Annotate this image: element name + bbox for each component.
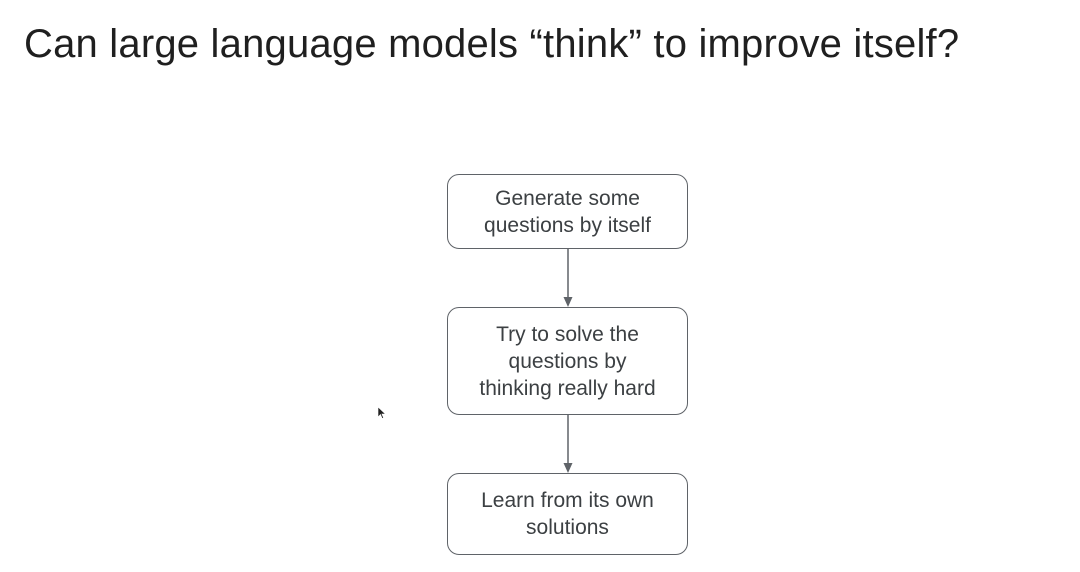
flow-step-label: Try to solve the questions by thinking r… — [479, 322, 656, 400]
flow-step-generate-questions: Generate some questions by itself — [447, 174, 688, 249]
flow-step-label: Generate some questions by itself — [484, 186, 651, 237]
mouse-pointer-icon — [378, 407, 386, 419]
slide-title: Can large language models “think” to imp… — [24, 22, 960, 66]
flow-step-solve-questions: Try to solve the questions by thinking r… — [447, 307, 688, 415]
flow-arrow-2-head — [563, 463, 573, 473]
flow-arrow-1-head — [563, 297, 573, 307]
flow-step-learn-from-solutions: Learn from its own solutions — [447, 473, 688, 555]
mouse-pointer-shape — [378, 407, 386, 419]
flow-arrow-1 — [563, 249, 573, 307]
flow-arrow-2 — [563, 415, 573, 473]
flow-step-label: Learn from its own solutions — [481, 489, 654, 539]
